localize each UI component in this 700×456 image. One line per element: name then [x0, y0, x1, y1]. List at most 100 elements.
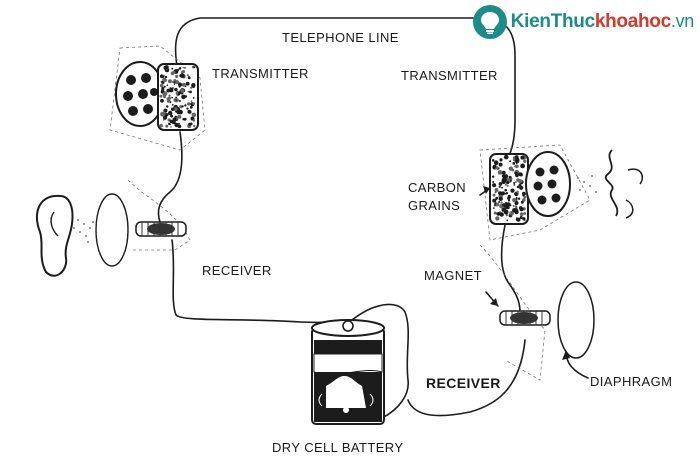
carbon-grain	[166, 84, 169, 86]
carbon-grain	[187, 76, 191, 80]
left-carbon-chamber	[157, 63, 199, 131]
carbon-grain	[178, 100, 181, 102]
left-magnet-coil	[135, 221, 187, 237]
carbon-grain	[514, 158, 520, 164]
dry-cell-battery	[311, 319, 385, 425]
carbon-grain	[498, 201, 501, 203]
battery-terminal	[342, 320, 354, 332]
carbon-grain	[513, 182, 516, 184]
right-diaphragm	[557, 281, 595, 359]
carbon-grain	[162, 77, 167, 82]
carbon-grain	[523, 195, 527, 199]
carbon-grain	[504, 174, 507, 177]
carbon-grain	[168, 110, 173, 116]
carbon-grain	[163, 65, 168, 70]
carbon-grain	[168, 95, 171, 97]
carbon-grain	[159, 94, 163, 98]
carbon-grain	[174, 87, 178, 92]
carbon-grain	[509, 179, 512, 182]
carbon-grain	[160, 98, 164, 103]
carbon-grains-label-line2: GRAINS	[408, 198, 460, 213]
carbon-grain	[520, 179, 523, 183]
carbon-grain	[520, 200, 524, 204]
carbon-grain	[512, 197, 517, 203]
carbon-grain	[501, 174, 506, 178]
carbon-grain	[171, 107, 175, 111]
carbon-grain	[512, 162, 516, 165]
carbon-grain	[193, 124, 196, 128]
carbon-grain	[164, 75, 168, 79]
carbon-grain	[174, 122, 179, 128]
right-sound-waves	[577, 175, 597, 193]
carbon-grain	[163, 85, 166, 88]
ear-icon	[35, 194, 74, 277]
carbon-grain	[192, 97, 195, 99]
carbon-grain	[159, 83, 164, 88]
carbon-grain	[522, 217, 526, 221]
carbon-grain	[181, 72, 184, 74]
carbon-grain	[515, 197, 518, 199]
carbon-grain	[192, 102, 195, 105]
carbon-grain	[493, 211, 497, 215]
carbon-grain	[496, 212, 501, 216]
carbon-grain	[162, 75, 165, 78]
carbon-grain	[514, 155, 519, 160]
carbon-grain	[175, 74, 179, 78]
carbon-grain	[492, 181, 495, 183]
carbon-grain	[519, 212, 524, 217]
carbon-grain	[520, 155, 525, 160]
carbon-grain	[187, 109, 192, 114]
receiver-right-label: RECEIVER	[426, 375, 501, 391]
transmitter-right-label: TRANSMITTER	[401, 68, 498, 83]
mouth-icon	[604, 149, 619, 217]
carbon-grain	[185, 81, 190, 86]
carbon-grain	[497, 170, 503, 175]
carbon-grain	[508, 166, 514, 171]
transmitter-left-label: TRANSMITTER	[212, 66, 309, 81]
carbon-grain	[175, 92, 179, 95]
carbon-grain	[505, 213, 508, 217]
carbon-grain	[501, 170, 506, 175]
bell-icon	[326, 376, 366, 408]
carbon-grain	[171, 103, 174, 106]
carbon-grain	[506, 184, 509, 187]
carbon-grain	[192, 119, 196, 122]
carbon-grain	[173, 83, 176, 85]
carbon-grains-label-line1: CARBON	[408, 180, 466, 195]
carbon-grain	[501, 207, 506, 212]
left-transmitter	[109, 45, 206, 151]
carbon-grain	[518, 183, 522, 187]
carbon-grain	[186, 74, 189, 77]
watermark-logo: KienThuckhoahoc.vn	[472, 2, 695, 42]
right-transmitter	[479, 144, 644, 241]
carbon-grain	[178, 122, 180, 125]
carbon-grain	[492, 193, 496, 197]
carbon-grain	[492, 183, 497, 188]
carbon-grain	[494, 191, 497, 194]
carbon-grain	[491, 159, 495, 162]
carbon-grain	[509, 210, 514, 216]
carbon-grain	[191, 112, 197, 118]
carbon-grain	[184, 104, 187, 107]
carbon-grain	[516, 185, 520, 189]
carbon-grain	[495, 197, 498, 200]
carbon-grain	[515, 173, 519, 178]
carbon-grain	[494, 188, 499, 192]
carbon-grain	[501, 191, 505, 196]
carbon-grain	[159, 123, 163, 128]
left-receiver	[35, 179, 191, 277]
carbon-grain	[173, 107, 178, 112]
watermark-brand: KienThuc	[510, 11, 595, 32]
carbon-grain	[516, 190, 519, 194]
left-carbon-grains	[159, 65, 197, 129]
carbon-grain	[498, 191, 502, 196]
carbon-grain	[165, 113, 169, 117]
carbon-grain	[518, 206, 523, 210]
carbon-grain	[514, 164, 519, 169]
carbon-grain	[504, 188, 508, 192]
carbon-grain	[499, 158, 503, 162]
carbon-grain	[493, 160, 499, 165]
carbon-grain	[175, 99, 177, 101]
battery-to-right-receiver-wire	[351, 303, 410, 419]
watermark-text: KienThuckhoahoc.vn	[510, 11, 695, 33]
